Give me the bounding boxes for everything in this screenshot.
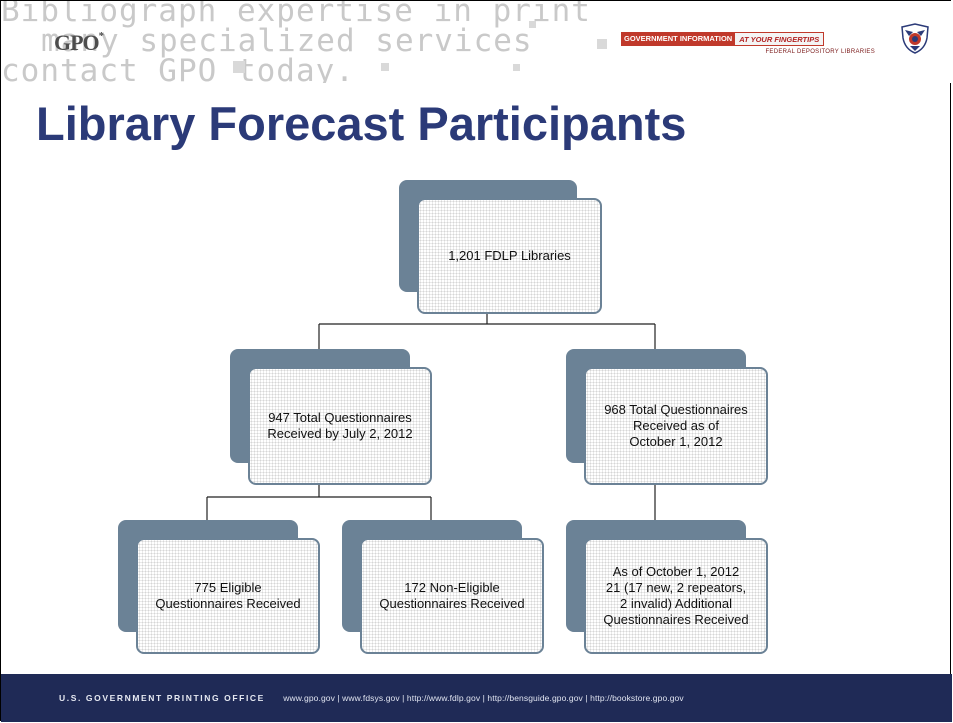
banner-square	[513, 64, 520, 71]
badge-right-text: AT YOUR FINGERTIPS	[735, 32, 825, 46]
header-banner: Bibliograph expertise in print many spec…	[1, 1, 952, 83]
banner-bg-text: many specialized services	[41, 23, 533, 59]
footer-bar: U.S. GOVERNMENT PRINTING OFFICE www.gpo.…	[1, 674, 952, 722]
org-node-left-child-1-label: 775 Eligible Questionnaires Received	[155, 580, 301, 611]
badge-left-text: GOVERNMENT INFORMATION	[621, 32, 736, 46]
org-node-right-label: 968 Total Questionnaires Received as of …	[604, 402, 748, 449]
badge-subtitle: FEDERAL DEPOSITORY LIBRARIES	[765, 49, 875, 55]
banner-bg-text: contact GPO today.	[1, 53, 355, 83]
gpo-logo: GPO*	[54, 30, 104, 55]
banner-bg-text: Bibliograph expertise in print	[1, 1, 591, 29]
banner-square	[529, 21, 536, 28]
fdlp-eagle-seal-icon	[901, 23, 929, 54]
banner-square	[597, 39, 607, 49]
banner-square	[381, 63, 389, 71]
org-node-right-child-label: As of October 1, 2012 21 (17 new, 2 repe…	[603, 564, 749, 627]
footer-org-name: U.S. GOVERNMENT PRINTING OFFICE	[59, 693, 265, 703]
org-node-root-label: 1,201 FDLP Libraries	[448, 248, 571, 263]
gov-info-badge: GOVERNMENT INFORMATION AT YOUR FINGERTIP…	[621, 32, 893, 62]
org-node-left-child-2-label: 172 Non-Eligible Questionnaires Received	[379, 580, 525, 611]
org-node-left-label: 947 Total Questionnaires Received by Jul…	[267, 410, 413, 441]
footer-links: www.gpo.gov | www.fdsys.gov | http://www…	[283, 693, 684, 703]
page-title: Library Forecast Participants	[36, 97, 687, 150]
banner-square	[233, 61, 245, 73]
